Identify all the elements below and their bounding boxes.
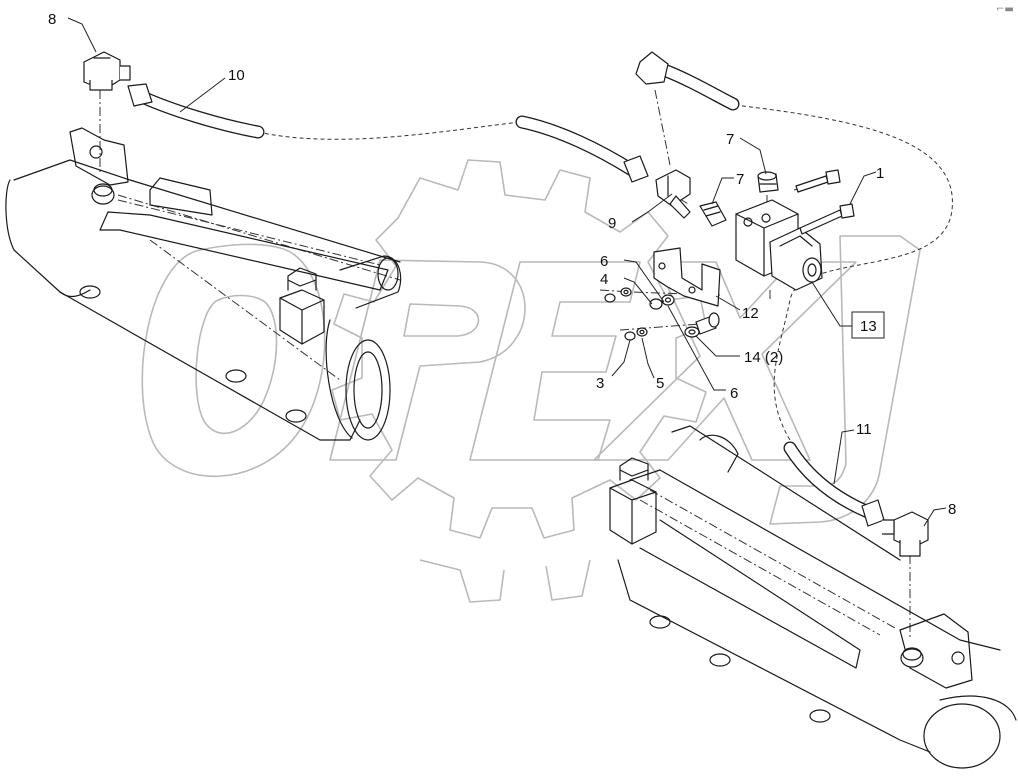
fitting-8-upper: [83, 51, 131, 91]
left-frame-assembly: [5, 127, 402, 441]
routing-lines: [99, 89, 953, 640]
callout-7-top: 7: [726, 131, 734, 148]
callout-11: 11: [856, 421, 872, 438]
callout-5: 5: [656, 375, 664, 392]
watermark-gear: [331, 159, 707, 603]
callout-13-box: [851, 311, 885, 339]
watermark-opex-letters: [141, 235, 921, 525]
callout-13: 13: [860, 318, 877, 335]
hose-10: [127, 83, 265, 139]
callout-14: 14 (2): [744, 349, 783, 366]
callout-7-side: 7: [736, 171, 744, 188]
hose-upper-right: [635, 51, 740, 111]
hose-11: [783, 441, 885, 527]
corner-mark: ⌐▬: [996, 4, 1014, 15]
callout-6-lower: 6: [730, 385, 738, 402]
callout-10: 10: [228, 67, 245, 84]
callout-3: 3: [596, 375, 604, 392]
callout-6-upper: 6: [600, 253, 608, 270]
fitting-7-straight: [699, 201, 727, 227]
small-hardware: [604, 287, 700, 341]
fitting-7-top: [757, 171, 779, 193]
leader-lines: [67, 17, 947, 527]
callout-8-lower: 8: [948, 501, 956, 518]
hose-upper-mid: [515, 115, 649, 183]
valve-block-1: [735, 199, 823, 291]
callout-4: 4: [600, 271, 608, 288]
callout-12: 12: [742, 305, 759, 322]
callout-8-upper: 8: [48, 11, 56, 28]
bolts-14: [695, 169, 855, 335]
callout-9: 9: [608, 215, 616, 232]
callout-1: 1: [876, 165, 884, 182]
right-frame-assembly: [609, 425, 1017, 769]
fitting-9-tee: [655, 169, 691, 219]
callout-labels: 8 10 7 7 1 9 6 4 12 13 14 (2) 3 5 6 11 8: [48, 11, 956, 518]
fitting-8-lower: [882, 511, 929, 557]
bracket-12: [653, 247, 721, 307]
